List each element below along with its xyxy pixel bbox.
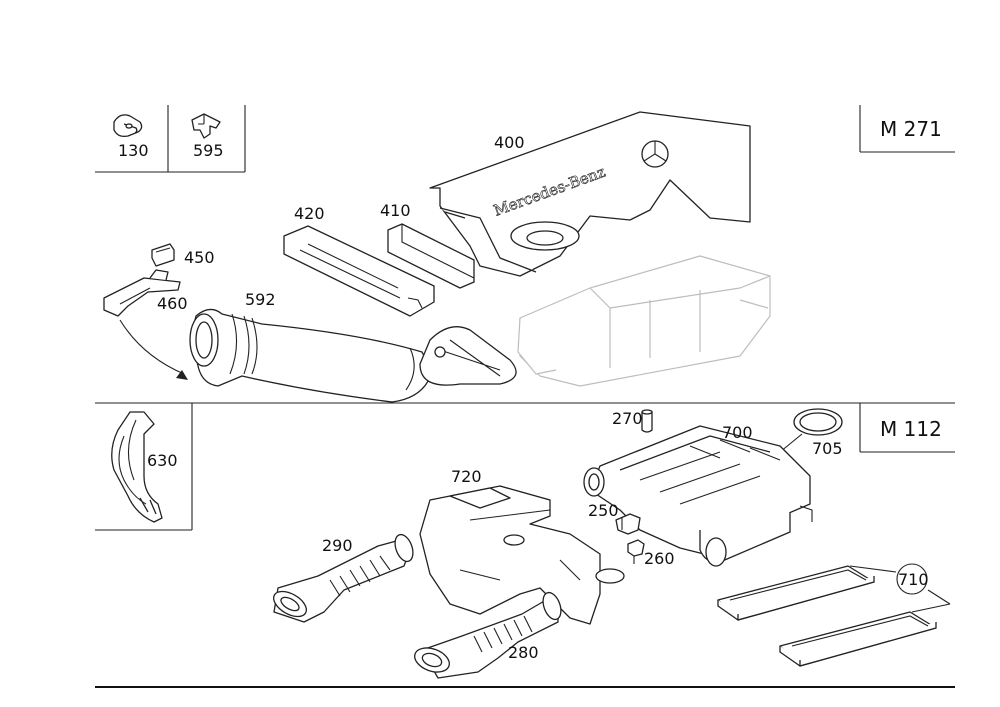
part-630-drawing [111, 411, 163, 523]
part-label-270: 270 [612, 409, 643, 428]
part-label-595: 595 [193, 141, 224, 160]
part-130-drawing [113, 114, 143, 138]
part-710-drawing [717, 565, 951, 667]
part-270-drawing [641, 409, 653, 433]
engine-label-m271: M 271 [880, 117, 942, 141]
part-705-drawing [779, 408, 843, 453]
part-label-290: 290 [322, 536, 353, 555]
part-label-130: 130 [118, 141, 149, 160]
engine-label-m112: M 112 [880, 417, 942, 441]
part-label-450: 450 [184, 248, 215, 267]
engine-cover-400: Mercedes-Benz [429, 111, 751, 277]
part-250-drawing [615, 513, 641, 535]
frame-lines [95, 105, 955, 688]
part-label-720: 720 [451, 467, 482, 486]
part-290-drawing [272, 533, 414, 623]
part-label-420: 420 [294, 204, 325, 223]
part-700-drawing [583, 425, 813, 567]
part-label-460: 460 [157, 294, 188, 313]
part-592-drawing [189, 308, 517, 403]
part-460-drawing [103, 269, 181, 317]
part-label-592: 592 [245, 290, 276, 309]
part-595-drawing [191, 113, 221, 139]
assembly-arrow [119, 319, 188, 380]
part-720-drawing [419, 485, 625, 625]
part-label-250: 250 [588, 501, 619, 520]
part-label-710: 710 [898, 570, 929, 589]
part-label-410: 410 [380, 201, 411, 220]
part-260-drawing [627, 539, 645, 564]
part-label-260: 260 [644, 549, 675, 568]
part-450-drawing [151, 243, 175, 267]
part-label-400: 400 [494, 133, 525, 152]
part-710-callout-circle [896, 563, 928, 595]
part-label-700: 700 [722, 423, 753, 442]
part-420-drawing [283, 225, 435, 317]
part-label-630: 630 [147, 451, 178, 470]
part-280-drawing [414, 591, 562, 679]
ghost-air-filter-housing [517, 255, 771, 387]
part-label-705: 705 [812, 439, 843, 458]
part-410-drawing [387, 223, 475, 289]
part-label-280: 280 [508, 643, 539, 662]
